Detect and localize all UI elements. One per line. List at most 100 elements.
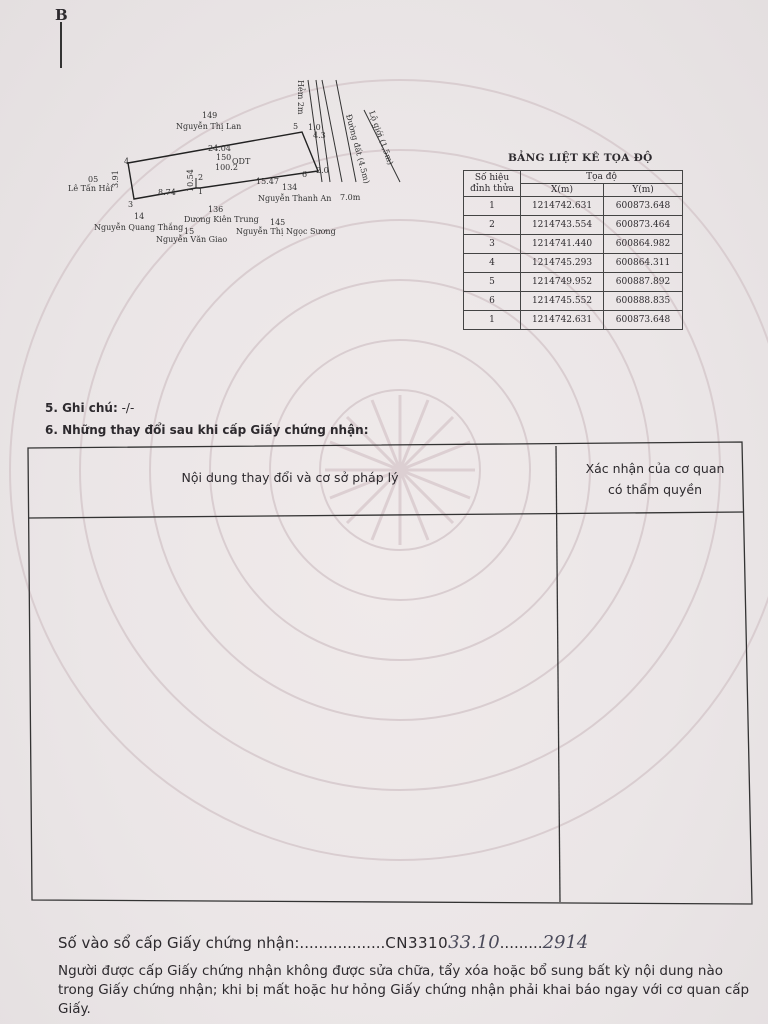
parcel-number: 150 xyxy=(216,153,231,162)
notes-value: -/- xyxy=(117,401,135,415)
north-label: B xyxy=(55,6,68,24)
changes-column-divider xyxy=(555,445,561,903)
header-x: X(m) xyxy=(520,183,604,197)
coord-table-title: BẢNG LIỆT KÊ TỌA ĐỘ xyxy=(508,152,653,164)
neighbor-number: 14 xyxy=(134,212,144,221)
dim-road: 7.0m xyxy=(340,193,361,202)
changes-header-divider xyxy=(28,511,745,519)
cell-y: 600887.892 xyxy=(603,272,683,292)
cell-point: 1 xyxy=(463,310,521,330)
authority-line-2: có thẩm quyền xyxy=(608,482,702,497)
footer-warning: Người được cấp Giấy chứng nhận không đượ… xyxy=(58,963,750,1017)
dots: .................. xyxy=(299,934,386,952)
certificate-number-line: Số vào sổ cấp Giấy chứng nhận:..........… xyxy=(58,932,588,953)
notes-line: 5. Ghi chú: -/- xyxy=(45,401,134,415)
parcel-use: ODT xyxy=(232,157,251,166)
road-boundary: Lộ giới (1,5m) xyxy=(367,110,395,166)
neighbor-name: Nguyễn Quang Thắng xyxy=(94,223,183,232)
header-coord: Tọa độ xyxy=(520,170,683,184)
dots: ......... xyxy=(499,934,543,952)
point-4: 4 xyxy=(124,157,129,166)
alley-line xyxy=(307,79,323,183)
cell-point: 4 xyxy=(463,253,521,273)
neighbor-name: Dương Kiên Trung xyxy=(184,215,259,224)
dim-v2: 2.0 xyxy=(316,166,329,175)
cell-point: 1 xyxy=(463,196,521,216)
road-line xyxy=(321,79,343,183)
parcel-area: 100.2 xyxy=(215,163,238,172)
neighbor-name: Lê Tấn Hải xyxy=(68,184,113,193)
dim-v3: 1.0 xyxy=(308,123,321,132)
neighbor-number: 05 xyxy=(88,175,98,184)
handwritten-number: 33.10 xyxy=(448,932,500,953)
cell-y: 600873.464 xyxy=(603,215,683,235)
dim-mid: 10.54 xyxy=(186,169,195,192)
point-5: 5 xyxy=(293,122,298,131)
alley-name: Hẻm 2m xyxy=(296,80,305,115)
neighbor-number: 145 xyxy=(270,218,285,227)
cell-y: 600873.648 xyxy=(603,196,683,216)
handwritten-number: 2914 xyxy=(542,932,589,953)
header-point-label: Số hiệu đỉnh thửa xyxy=(470,172,514,194)
changes-table xyxy=(27,441,753,905)
dim-bottom-left: 8.74 xyxy=(158,188,176,197)
notes-label: 5. Ghi chú: xyxy=(45,401,118,415)
cell-y: 600873.648 xyxy=(603,310,683,330)
dim-top: 24.04 xyxy=(208,144,231,153)
parcel-outline xyxy=(127,131,319,200)
changes-col-content: Nội dung thay đổi và cơ sở pháp lý xyxy=(181,470,399,485)
certificate-code: CN3310 xyxy=(385,934,449,952)
point-6: 6 xyxy=(302,170,307,179)
changes-title: 6. Những thay đổi sau khi cấp Giấy chứng… xyxy=(45,423,369,437)
dim-bottom-right: 15.47 xyxy=(256,177,279,186)
point-1: 1 xyxy=(198,187,203,196)
parcel-sketch: 4 5 6 3 2 1 24.04 3.91 8.74 10.54 15.47 … xyxy=(68,79,401,244)
cell-y: 600864.311 xyxy=(603,253,683,273)
neighbor-number: 134 xyxy=(282,183,297,192)
point-2: 2 xyxy=(198,173,203,182)
point-3: 3 xyxy=(128,200,133,209)
dim-v1: 4.3 xyxy=(313,131,326,140)
cell-x: 1214743.554 xyxy=(520,215,604,235)
north-arrow xyxy=(60,22,62,68)
cell-point: 6 xyxy=(463,291,521,311)
neighbor-number: 136 xyxy=(208,205,223,214)
neighbor-name: Nguyễn Văn Giao xyxy=(156,235,227,244)
cell-x: 1214745.293 xyxy=(520,253,604,273)
cell-x: 1214749.952 xyxy=(520,272,604,292)
cell-x: 1214745.552 xyxy=(520,291,604,311)
header-y: Y(m) xyxy=(603,183,683,197)
neighbor-number: 15 xyxy=(184,227,194,236)
alley-line xyxy=(315,79,331,183)
neighbor-name: Nguyễn Thị Ngọc Sương xyxy=(236,227,336,236)
header-point: Số hiệu đỉnh thửa xyxy=(463,170,521,197)
road-line xyxy=(335,79,357,183)
cell-point: 3 xyxy=(463,234,521,254)
dim-left: 3.91 xyxy=(111,170,120,188)
neighbor-name: Nguyễn Thanh An xyxy=(258,194,331,203)
cell-y: 600864.982 xyxy=(603,234,683,254)
cell-x: 1214742.631 xyxy=(520,196,604,216)
certificate-number-label: Số vào sổ cấp Giấy chứng nhận: xyxy=(58,934,300,952)
road-line xyxy=(363,109,401,183)
changes-table-border xyxy=(27,441,753,905)
neighbor-name: Nguyễn Thị Lan xyxy=(176,122,241,131)
road-name: Đường đất (4.5m) xyxy=(344,113,371,184)
neighbor-number: 149 xyxy=(202,111,217,120)
cell-x: 1214741.440 xyxy=(520,234,604,254)
cell-point: 5 xyxy=(463,272,521,292)
authority-line-1: Xác nhận của cơ quan xyxy=(585,461,725,476)
cell-y: 600888.835 xyxy=(603,291,683,311)
cell-x: 1214742.631 xyxy=(520,310,604,330)
cell-point: 2 xyxy=(463,215,521,235)
changes-col-authority: Xác nhận của cơ quan có thẩm quyền xyxy=(560,458,750,500)
